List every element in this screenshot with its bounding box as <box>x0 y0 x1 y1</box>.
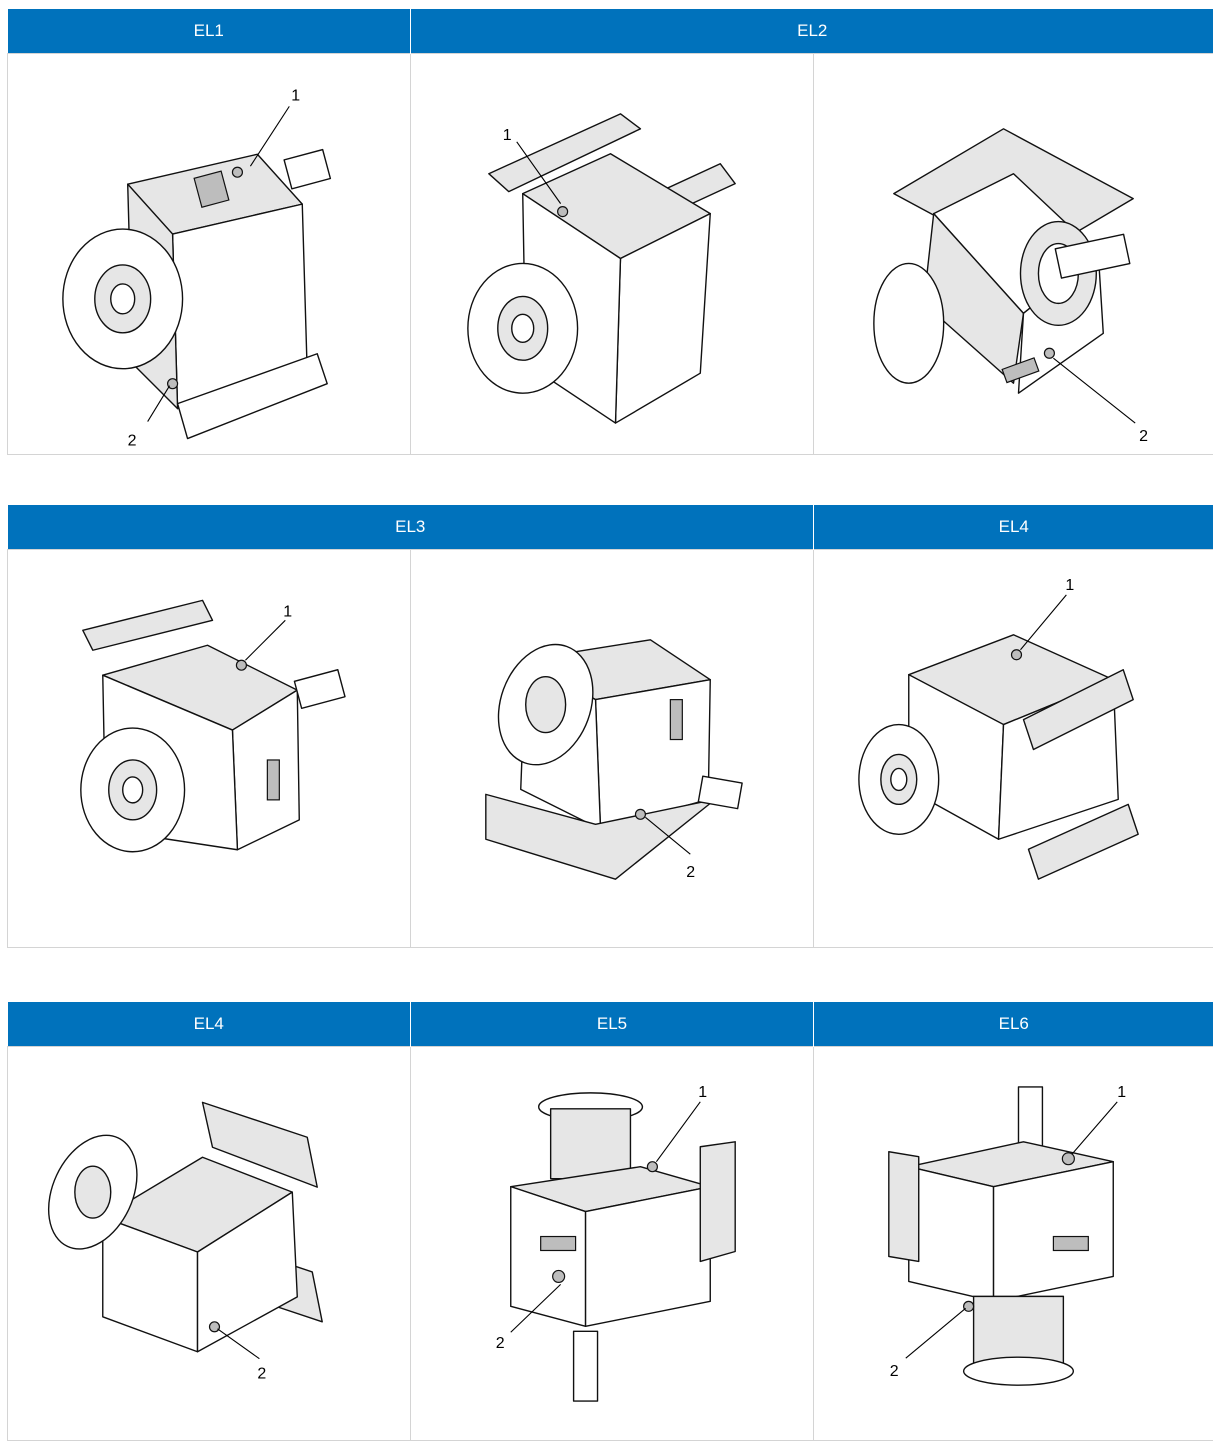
callout-2: 2 <box>890 1363 899 1380</box>
cell-el3-gearbox-bottom: 2 <box>411 550 814 948</box>
header-el4: EL4 <box>8 1002 411 1047</box>
header-el2: EL2 <box>411 9 1213 54</box>
callout-1: 1 <box>1117 1084 1126 1101</box>
callout-1: 1 <box>283 603 292 620</box>
table-header-row: EL3 EL4 <box>8 505 1213 550</box>
cell-el2-gearbox-front: 1 <box>411 54 814 455</box>
image-row: 1 2 <box>8 550 1213 948</box>
header-el1: EL1 <box>8 9 411 54</box>
gearbox-illustration: 2 <box>411 550 813 946</box>
gearbox-illustration: 2 <box>814 54 1213 453</box>
gearbox-illustration: 1 <box>8 550 410 947</box>
cell-el2-gearbox-rear: 2 <box>814 54 1213 455</box>
image-row: 1 2 1 <box>8 54 1213 455</box>
table-el1-el2: EL1 EL2 <box>7 9 1213 455</box>
callout-1: 1 <box>1065 577 1074 594</box>
cell-el4-gearbox: 1 <box>814 550 1213 948</box>
cell-el1-gearbox: 1 2 <box>8 54 411 455</box>
gearbox-illustration: 1 <box>814 550 1213 946</box>
header-el3: EL3 <box>8 505 814 550</box>
cell-el4-gearbox-angled: 2 <box>8 1047 411 1441</box>
table-el3-el4: EL3 EL4 1 <box>7 505 1213 948</box>
header-el4: EL4 <box>814 505 1213 550</box>
header-el6: EL6 <box>814 1002 1213 1047</box>
cell-el3-gearbox-top: 1 <box>8 550 411 948</box>
callout-2: 2 <box>496 1335 505 1352</box>
gearbox-illustration: 1 2 <box>411 1047 813 1439</box>
table-header-row: EL1 EL2 <box>8 9 1213 54</box>
callout-1: 1 <box>291 87 300 104</box>
gearbox-illustration: 1 2 <box>814 1047 1213 1439</box>
gearbox-illustration: 1 <box>411 54 813 453</box>
header-el5: EL5 <box>411 1002 814 1047</box>
cell-el6-gearbox-inverted: 1 2 <box>814 1047 1213 1441</box>
gearbox-illustration: 1 2 <box>8 54 410 454</box>
image-row: 2 1 2 <box>8 1047 1213 1441</box>
callout-1: 1 <box>698 1084 707 1101</box>
callout-1: 1 <box>503 127 512 144</box>
callout-2: 2 <box>128 433 137 450</box>
cell-el5-gearbox-vertical: 1 2 <box>411 1047 814 1441</box>
table-header-row: EL4 EL5 EL6 <box>8 1002 1213 1047</box>
gearbox-illustration: 2 <box>8 1047 410 1440</box>
callout-2: 2 <box>1139 428 1148 445</box>
callout-2: 2 <box>686 864 695 881</box>
callout-2: 2 <box>257 1366 266 1383</box>
table-el4-el5-el6: EL4 EL5 EL6 2 <box>7 1002 1213 1441</box>
